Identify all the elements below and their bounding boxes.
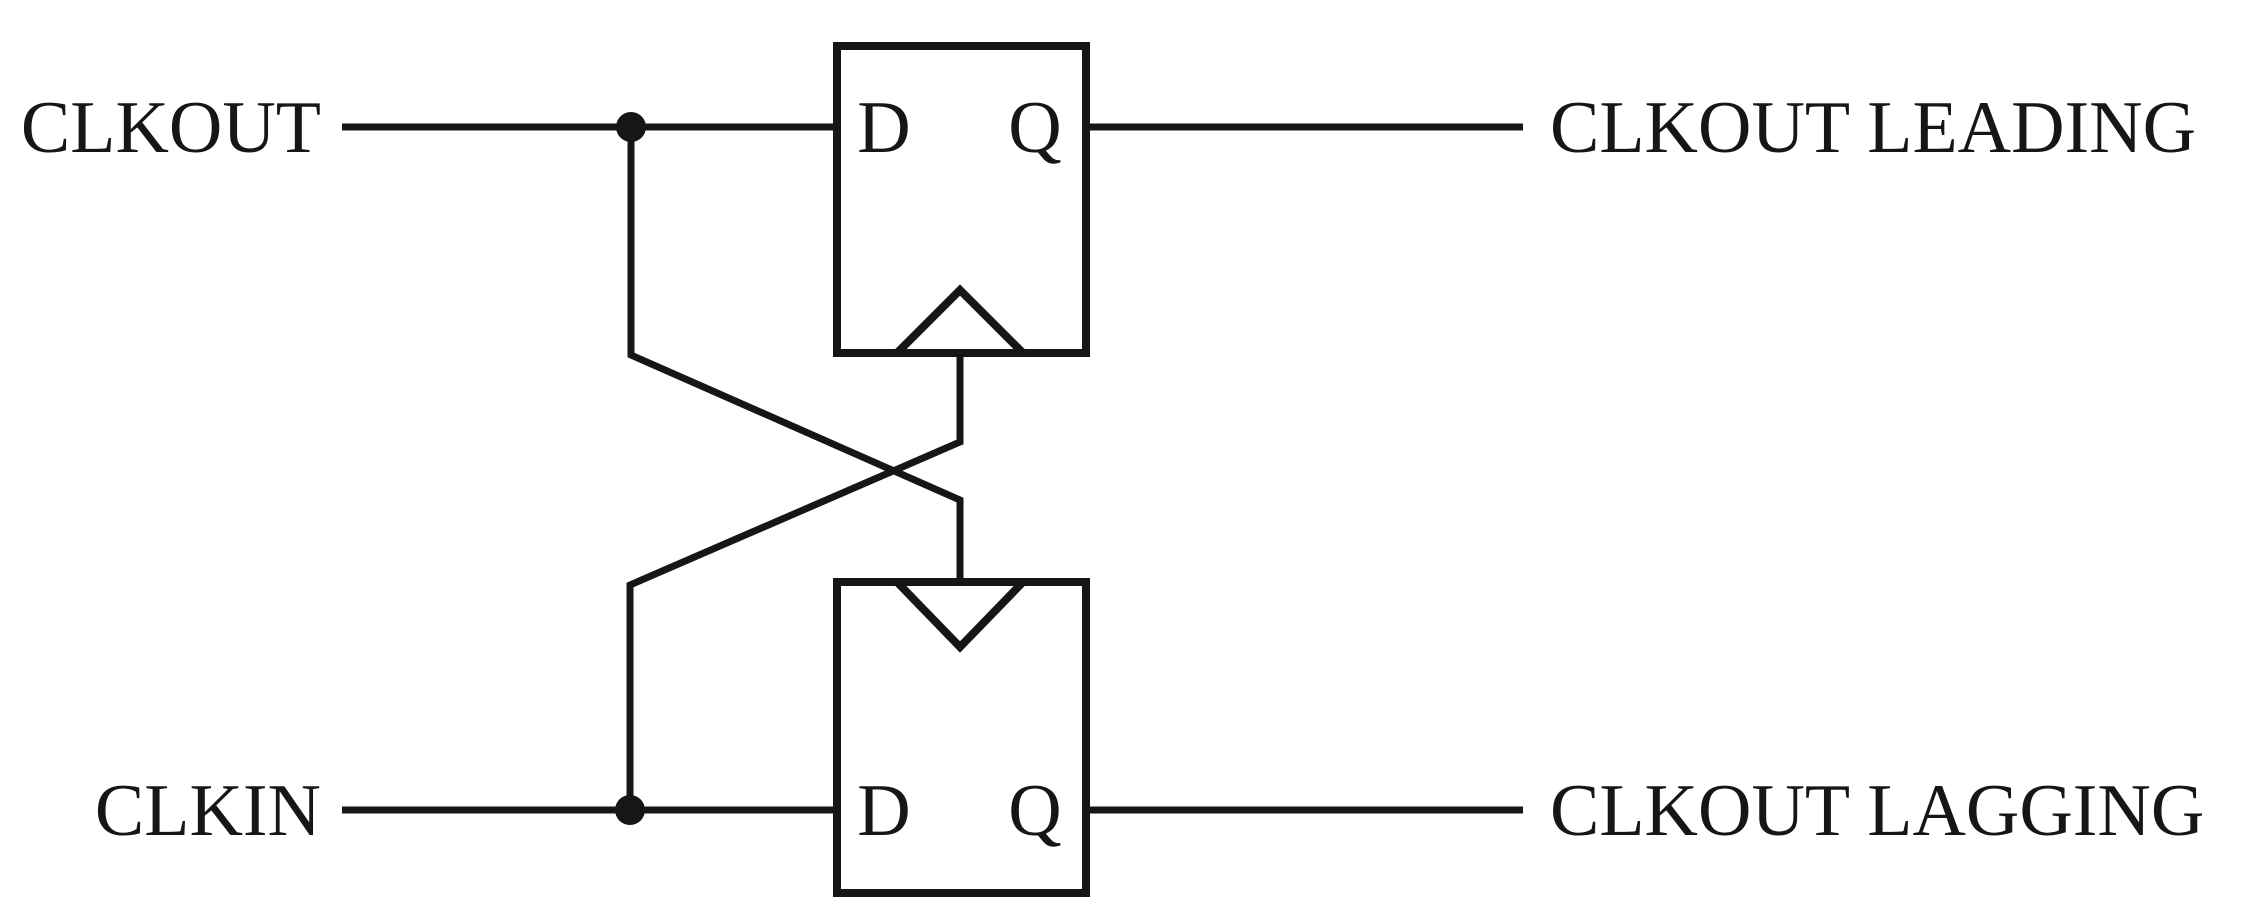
clkout-leading-signal-label: CLKOUT LEADING [1550,87,2196,169]
clkout-to-bottom-ff-clock-wire [627,127,964,586]
top-flipflop-body [833,42,1090,357]
clkout-junction-dot [616,112,646,142]
bottom-flipflop-clock-triangle-icon [894,579,1026,653]
bottom-flipflop-q-label: Q [1008,770,1061,852]
top-flipflop-d-label: D [857,87,910,169]
clkout-lagging-signal-label: CLKOUT LAGGING [1550,770,2204,852]
top-flipflop-clock-triangle-icon [894,284,1026,356]
bottom-flipflop-body [833,578,1090,897]
clkout-signal-label: CLKOUT [21,87,321,169]
clkin-junction-dot [615,795,645,825]
bottom-flipflop-d-label: D [857,770,910,852]
clkin-to-top-ff-clock-wire [626,350,964,810]
top-flipflop-q-label: Q [1008,87,1061,169]
clkin-signal-label: CLKIN [95,770,321,852]
